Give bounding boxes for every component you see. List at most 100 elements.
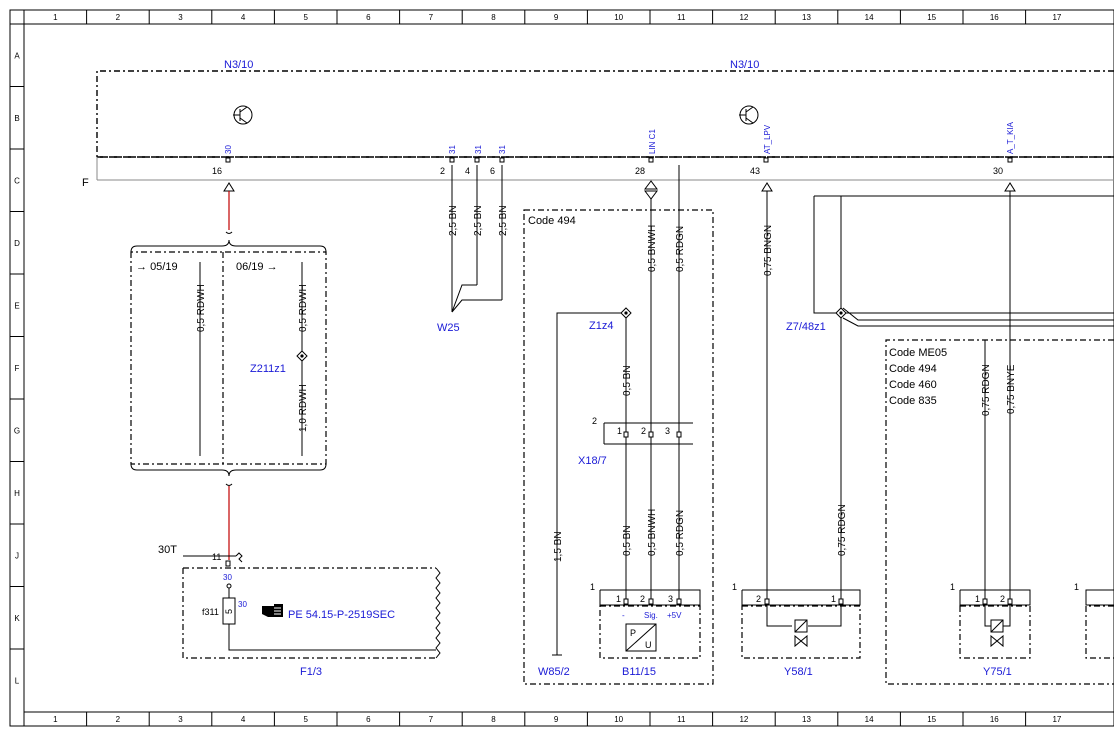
wire-label: 0,5 RDGN bbox=[675, 226, 686, 272]
fuse-box-f1-3: 30T 11 30 5 f311 30 bbox=[158, 544, 441, 659]
wire-label: 0,5 RDGN bbox=[675, 510, 686, 556]
ecu-pin-6: 31 6 bbox=[490, 145, 507, 176]
code-box-1-label: Code 494 bbox=[528, 215, 576, 227]
svg-text:P: P bbox=[630, 628, 636, 638]
grid-reference: 1122334455667788991010111112121313141415… bbox=[10, 10, 1062, 726]
wire-label: 2,5 BN bbox=[448, 205, 459, 236]
code-box-2-line: Code ME05 bbox=[889, 347, 947, 359]
grid-column-label: 7 bbox=[429, 13, 434, 22]
grid-column-label: 13 bbox=[802, 715, 811, 724]
version-wires bbox=[199, 262, 303, 456]
grid-column-label: 1 bbox=[53, 715, 58, 724]
grid-column-label: 2 bbox=[116, 715, 121, 724]
ecu-pin-30: A_T_KIA 30 bbox=[993, 121, 1015, 176]
valve2-wires bbox=[984, 191, 1011, 600]
wire-label: 0,75 RDGN bbox=[837, 504, 848, 556]
grid-column-label: 11 bbox=[677, 715, 686, 724]
ecu-pin-16: 30 16 bbox=[212, 145, 233, 176]
svg-text:2: 2 bbox=[592, 416, 597, 426]
grid-row-label: E bbox=[14, 301, 19, 310]
wire-label: 0,75 BNGN bbox=[763, 225, 774, 276]
svg-text:A_T_KIA: A_T_KIA bbox=[1006, 121, 1015, 154]
grid-column-label: 6 bbox=[366, 13, 371, 22]
svg-text:+5V: +5V bbox=[667, 611, 682, 620]
grid-column-label: 7 bbox=[429, 715, 434, 724]
grid-column-label: 2 bbox=[116, 13, 121, 22]
transistor-icon bbox=[233, 105, 253, 125]
svg-text:3: 3 bbox=[668, 594, 673, 604]
wire-label: 0,5 BN bbox=[622, 365, 633, 396]
grid-column-label: 4 bbox=[241, 13, 246, 22]
grid-column-label: 16 bbox=[990, 13, 999, 22]
reference-link[interactable]: PE 54.15-P-2519SEC bbox=[288, 609, 395, 621]
grid-column-label: 1 bbox=[53, 13, 58, 22]
ground-w25: W25 bbox=[437, 322, 460, 334]
splice-z1z4: Z1z4 bbox=[589, 320, 613, 332]
svg-text:1: 1 bbox=[616, 594, 621, 604]
sheet-inner-frame bbox=[23, 23, 1114, 713]
wire-label: 0,5 RDWH bbox=[298, 284, 309, 332]
valve-y75-1: 1 1 2 bbox=[950, 582, 1031, 659]
grid-column-label: 5 bbox=[303, 715, 308, 724]
grid-column-label: 15 bbox=[927, 715, 936, 724]
wire-label: 0,75 RDGN bbox=[981, 364, 992, 416]
sheet-frame bbox=[9, 9, 1114, 727]
svg-text:AT_LPV: AT_LPV bbox=[763, 124, 772, 154]
grid-row-label: D bbox=[14, 239, 20, 248]
svg-text:30: 30 bbox=[223, 573, 232, 582]
grid-column-label: 13 bbox=[802, 13, 811, 22]
svg-text:1: 1 bbox=[617, 426, 622, 436]
svg-text:Sig.: Sig. bbox=[644, 611, 658, 620]
grid-row-label: B bbox=[14, 114, 19, 123]
valve-wires bbox=[766, 191, 1114, 600]
ecu-box bbox=[96, 70, 1114, 181]
fuse-name: F1/3 bbox=[300, 666, 322, 678]
grid-column-label: 8 bbox=[491, 715, 496, 724]
ecu-pin-2: 31 2 bbox=[440, 145, 457, 176]
wire-label: 0,5 BN bbox=[622, 525, 633, 556]
svg-text:1: 1 bbox=[950, 582, 955, 592]
code-box-494 bbox=[523, 209, 714, 685]
svg-text:f311: f311 bbox=[202, 607, 219, 617]
svg-text:-: - bbox=[622, 611, 625, 620]
svg-text:30: 30 bbox=[238, 600, 247, 609]
wire-label: 0,75 BNYE bbox=[1006, 364, 1017, 414]
grid-column-label: 15 bbox=[927, 13, 936, 22]
svg-text:2: 2 bbox=[756, 594, 761, 604]
grid-column-label: 3 bbox=[178, 13, 183, 22]
grid-row-label: K bbox=[14, 614, 20, 623]
sensor-name: B11/15 bbox=[622, 666, 656, 678]
svg-text:LIN C1: LIN C1 bbox=[648, 129, 657, 154]
version-box bbox=[130, 251, 327, 465]
svg-text:4: 4 bbox=[465, 166, 470, 176]
wire-label: 2,5 BN bbox=[498, 205, 509, 236]
svg-text:2: 2 bbox=[641, 426, 646, 436]
grid-column-label: 12 bbox=[739, 13, 748, 22]
grid-row-label: G bbox=[14, 426, 20, 435]
valve-y58-1: 1 2 1 bbox=[732, 582, 861, 659]
svg-text:3: 3 bbox=[665, 426, 670, 436]
grid-column-label: 16 bbox=[990, 715, 999, 724]
transistor-icon bbox=[739, 105, 759, 125]
svg-text:31: 31 bbox=[474, 145, 483, 154]
wire-label: 0,5 RDWH bbox=[196, 284, 207, 332]
grid-column-label: 3 bbox=[178, 715, 183, 724]
code-box-2-line: Code 835 bbox=[889, 395, 937, 407]
svg-text:16: 16 bbox=[212, 166, 222, 176]
valve1-name: Y58/1 bbox=[784, 666, 813, 678]
grid-column-label: 10 bbox=[614, 715, 623, 724]
sensor-b11-15: 1 1 2 3 - Sig. +5V P U bbox=[590, 582, 701, 659]
connector-x18-7: 2 1 2 3 bbox=[592, 416, 693, 445]
svg-text:30: 30 bbox=[993, 166, 1003, 176]
connector-name: X18/7 bbox=[578, 455, 607, 467]
grid-row-label: A bbox=[14, 51, 20, 60]
wire-label: 2,5 BN bbox=[473, 205, 484, 236]
grid-column-label: 4 bbox=[241, 715, 246, 724]
grid-column-label: 14 bbox=[865, 13, 874, 22]
svg-text:2: 2 bbox=[440, 166, 445, 176]
code-box-2-line: Code 460 bbox=[889, 379, 937, 391]
ecu-name-left: N3/10 bbox=[224, 59, 253, 71]
grid-row-label: H bbox=[14, 489, 20, 498]
